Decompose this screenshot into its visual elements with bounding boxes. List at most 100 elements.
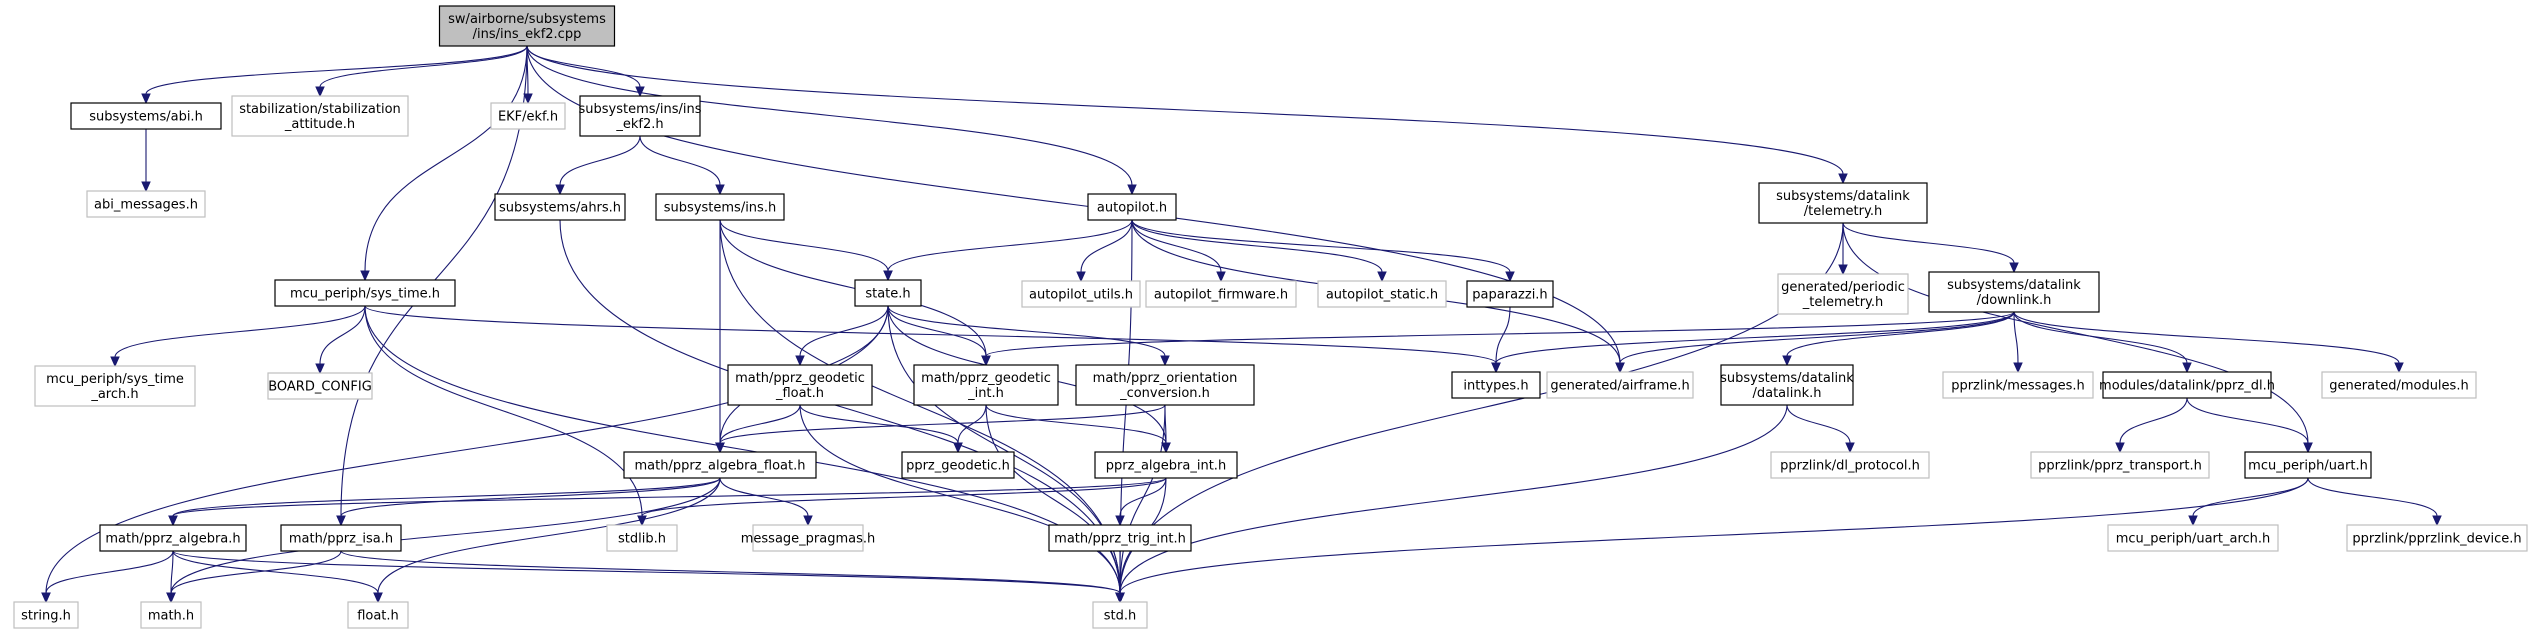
node-label-line: _int.h [967,386,1004,401]
edge-ins-ekf2-to-sys-time [364,45,528,272]
node-box [1094,451,1238,479]
node-box [70,102,222,130]
node-label-line: subsystems/ins.h [664,201,776,216]
node-pprz-geodetic[interactable]: pprz_geodetic.h [901,451,1015,479]
node-box [2030,451,2210,479]
node-label-line: math.h [148,609,194,624]
edge-autopilot-to-autopilot-firmware [1131,219,1222,273]
node-math: math.h [140,601,202,629]
node-telemetry[interactable]: subsystems/datalink/telemetry.h [1758,182,1928,224]
arrowhead-algebra-int-to-trig-int [1115,515,1125,527]
node-pprz-algebra[interactable]: math/pprz_algebra.h [99,524,247,552]
edge-geodetic-int-to-pprz-geodetic [957,404,987,444]
node-label-line: abi_messages.h [94,198,198,213]
edge-ins-ekf2-to-abi [145,45,528,95]
node-autopilot-firmware: autopilot_firmware.h [1145,280,1297,308]
node-sys-time[interactable]: mcu_periph/sys_time.h [274,279,456,307]
node-label-line: mcu_periph/uart.h [2248,459,2368,474]
edge-geodetic-float-to-algebra-float [719,404,801,444]
edge-pprz-dl-to-uart [2186,397,2309,444]
node-box [140,601,202,629]
node-label-line: pprz_geodetic.h [906,459,1010,474]
node-box [231,95,409,137]
edge-orientation-conversion-to-std [1119,404,1166,594]
node-label-line: autopilot.h [1097,201,1167,216]
node-pprzlink-messages: pprzlink/messages.h [1942,371,2094,399]
node-label-line: message_pragmas.h [741,532,876,547]
node-label-line: /downlink.h [1977,293,2052,308]
node-label-line: float.h [357,609,399,624]
edge-algebra-float-to-message-pragmas [719,477,809,517]
node-box [280,524,402,552]
node-box [2244,451,2372,479]
arrowhead-downlink-to-datalink [1782,355,1792,367]
arrowhead-sys-time-to-board-config [315,363,325,375]
node-label-line: pprzlink/messages.h [1951,379,2085,394]
node-paparazzi[interactable]: paparazzi.h [1466,280,1554,308]
edge-downlink-to-airframe [1619,311,2015,364]
node-geodetic-int[interactable]: math/pprz_geodetic_int.h [913,364,1059,406]
arrowhead-ins-ekf2-to-autopilot [1127,184,1137,196]
node-downlink[interactable]: subsystems/datalink/downlink.h [1928,271,2100,313]
node-uart[interactable]: mcu_periph/uart.h [2244,451,2372,479]
node-trig-int[interactable]: math/pprz_trig_int.h [1048,524,1192,552]
arrowhead-uart-to-uart-arch [2188,515,2198,527]
arrowhead-autopilot-to-autopilot-utils [1076,271,1086,283]
node-box [438,5,616,47]
node-box [1048,524,1192,552]
node-pprz-isa[interactable]: math/pprz_isa.h [280,524,402,552]
node-box [1758,182,1928,224]
arrowhead-telemetry-to-periodic-telemetry [1838,264,1848,276]
node-label-line: _telemetry.h [1802,295,1884,310]
node-pprzlink-device: pprzlink/pprzlink_device.h [2346,524,2528,552]
arrowhead-pprz-dl-to-uart [2303,442,2313,454]
node-label-line: autopilot_firmware.h [1154,288,1288,303]
arrowhead-paparazzi-to-inttypes [1491,362,1501,374]
node-ins[interactable]: subsystems/ins.h [655,193,785,221]
edge-paparazzi-to-inttypes [1495,306,1511,364]
arrowhead-downlink-to-pprz-dl [2182,362,2192,374]
node-ins-ekf2[interactable]: sw/airborne/subsystems/ins/ins_ekf2.cpp [438,5,616,47]
node-inttypes[interactable]: inttypes.h [1451,371,1541,399]
node-dl-protocol: pprzlink/dl_protocol.h [1770,451,1930,479]
node-ahrs[interactable]: subsystems/ahrs.h [494,193,626,221]
node-label-line: subsystems/datalink [1947,278,2081,293]
node-algebra-int[interactable]: pprz_algebra_int.h [1094,451,1238,479]
node-label-line: mcu_periph/uart_arch.h [2116,532,2271,547]
node-box [1092,601,1148,629]
arrowhead-state-to-geodetic-float [795,355,805,367]
node-box [86,190,206,218]
node-label-line: _ekf2.h [615,117,663,132]
node-label-line: /datalink.h [1752,386,1821,401]
node-abi[interactable]: subsystems/abi.h [70,102,222,130]
node-state[interactable]: state.h [854,279,922,307]
node-box [2346,524,2528,552]
node-label-line: /ins/ins_ekf2.cpp [473,27,582,42]
node-string: string.h [13,601,79,629]
edge-downlink-to-generated-modules [2013,311,2400,364]
node-label-line: subsystems/datalink [1720,371,1854,386]
node-label-line: std.h [1104,609,1137,624]
node-box [1942,371,2094,399]
node-label-line: _float.h [775,386,824,401]
node-box [347,601,409,629]
node-ins-ekf2-h[interactable]: subsystems/ins/ins_ekf2.h [578,95,702,137]
node-pprz-dl[interactable]: modules/datalink/pprz_dl.h [2099,371,2275,399]
node-datalink[interactable]: subsystems/datalink/datalink.h [1720,364,1854,406]
arrowhead-autopilot-to-paparazzi [1505,271,1515,283]
node-label-line: mcu_periph/sys_time [46,372,184,387]
node-board-config: BOARD_CONFIG [267,372,373,400]
arrowhead-ins-ekf2-to-telemetry [1838,173,1848,185]
node-box [1777,273,1909,315]
arrowhead-downlink-to-airframe [1615,362,1625,374]
edge-sys-time-to-std [364,305,1121,594]
node-orientation-conversion[interactable]: math/pprz_orientation_conversion.h [1075,364,1255,406]
node-box [1075,364,1255,406]
node-box [1466,280,1554,308]
node-geodetic-float[interactable]: math/pprz_geodetic_float.h [727,364,873,406]
edge-state-to-geodetic-float [799,305,889,357]
node-algebra-float[interactable]: math/pprz_algebra_float.h [623,451,817,479]
node-box [1770,451,1930,479]
node-autopilot[interactable]: autopilot.h [1087,193,1177,221]
edge-geodetic-float-to-pprz-geodetic [799,404,959,444]
